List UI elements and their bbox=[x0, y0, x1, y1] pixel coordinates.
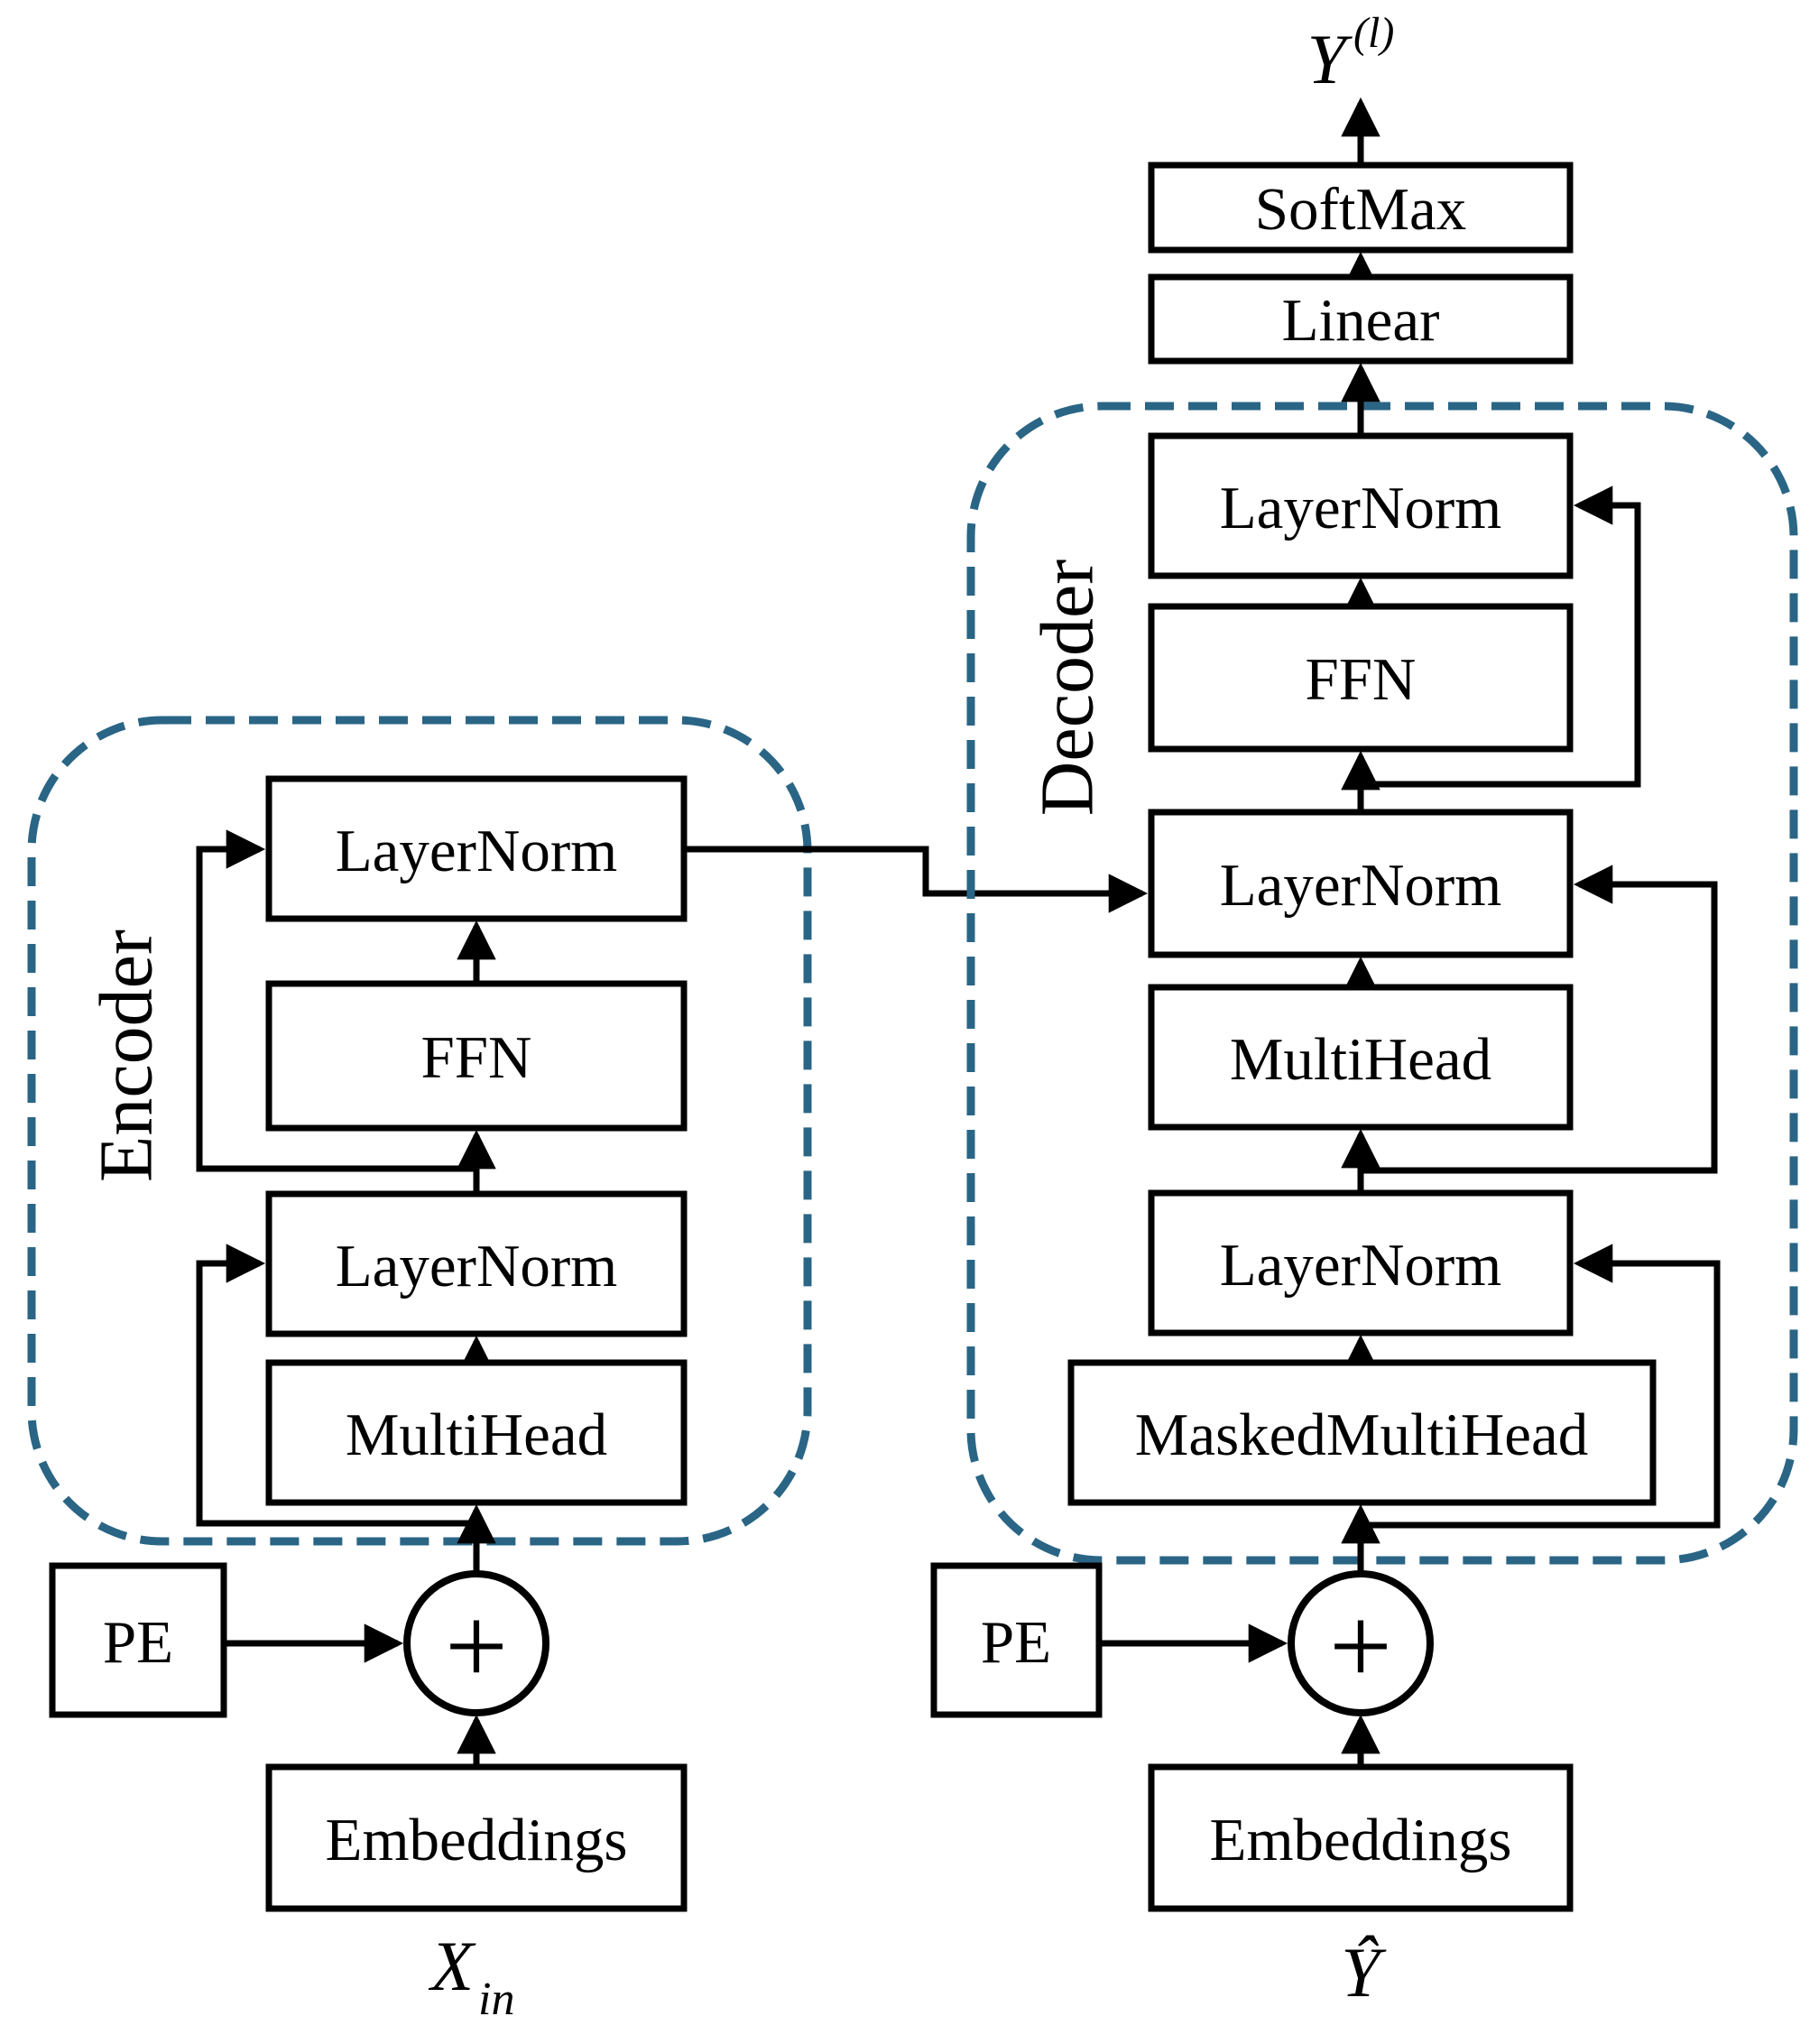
encoder-to-decoder-connector bbox=[684, 846, 1149, 913]
decoder-multihead-label: MultiHead bbox=[1230, 1026, 1491, 1093]
encoder-pe-box bbox=[49, 1562, 227, 1718]
decoder-output-symbol: Y bbox=[1307, 20, 1353, 98]
encoder-pe-block: PE bbox=[49, 1562, 227, 1718]
encoder-sum-node: + bbox=[403, 1570, 549, 1716]
decoder-residual-skip-multihead bbox=[1361, 865, 1718, 1174]
decoder-residual-skip-masked-multihead bbox=[1361, 1244, 1721, 1529]
decoder-pe-block: PE bbox=[930, 1562, 1103, 1718]
decoder-linear-box bbox=[1148, 273, 1574, 365]
decoder-layernorm-bottom-block: LayerNorm bbox=[1148, 1189, 1574, 1336]
decoder-embeddings-label: Embeddings bbox=[1210, 1807, 1512, 1873]
encoder-embeddings-label: Embeddings bbox=[326, 1807, 628, 1873]
decoder-masked-multihead-box bbox=[1067, 1359, 1657, 1506]
encoder-residual-skip-multihead bbox=[196, 1244, 476, 1527]
plus-operator-icon: + bbox=[1329, 1585, 1392, 1708]
decoder-masked-multihead-block: MaskedMultiHead bbox=[1067, 1359, 1657, 1506]
encoder-input-label: X in bbox=[428, 1927, 514, 2025]
decoder-embeddings-box bbox=[1148, 1763, 1574, 1912]
decoder-softmax-box bbox=[1148, 162, 1574, 254]
encoder-layernorm-bottom-box bbox=[265, 1190, 688, 1337]
encoder-layernorm-bottom-block: LayerNorm bbox=[265, 1190, 688, 1337]
encoder-sum-circle bbox=[403, 1570, 549, 1716]
encoder-ffn-label: FFN bbox=[421, 1024, 532, 1091]
decoder-embeddings-block: Embeddings bbox=[1148, 1763, 1574, 1912]
decoder-layernorm-top-box bbox=[1148, 432, 1574, 579]
encoder-residual-skip-ffn bbox=[196, 829, 476, 1172]
decoder-residual-skip-ffn bbox=[1361, 486, 1641, 788]
decoder-masked-multihead-label: MaskedMultiHead bbox=[1135, 1401, 1588, 1468]
decoder-multihead-box bbox=[1148, 984, 1574, 1131]
decoder-layernorm-bottom-box bbox=[1148, 1189, 1574, 1336]
encoder-group-label: Encoder bbox=[85, 930, 169, 1182]
encoder-input-subscript: in bbox=[478, 1974, 514, 2025]
encoder-pe-label: PE bbox=[103, 1609, 173, 1676]
decoder-ffn-block: FFN bbox=[1148, 603, 1574, 753]
encoder-group: Encoder LayerNorm FFN LayerNorm MultiHea… bbox=[27, 716, 1149, 2025]
encoder-layernorm-bottom-label: LayerNorm bbox=[336, 1233, 618, 1299]
decoder-linear-label: Linear bbox=[1282, 287, 1440, 354]
encoder-multihead-block: MultiHead bbox=[265, 1359, 688, 1506]
decoder-group-label: Decoder bbox=[1026, 560, 1110, 817]
decoder-layernorm-top-block: LayerNorm bbox=[1148, 432, 1574, 579]
decoder-softmax-block: SoftMax bbox=[1148, 162, 1574, 254]
encoder-ffn-box bbox=[265, 980, 688, 1132]
decoder-softmax-label: SoftMax bbox=[1255, 176, 1467, 243]
decoder-pe-label: PE bbox=[981, 1609, 1051, 1676]
encoder-layernorm-top-block: LayerNorm bbox=[265, 775, 688, 922]
decoder-layernorm-mid-block: LayerNorm bbox=[1148, 809, 1574, 958]
decoder-output-superscript: (l) bbox=[1353, 9, 1394, 57]
decoder-input-label: Ŷ bbox=[1341, 1933, 1387, 2012]
encoder-embeddings-block: Embeddings bbox=[265, 1763, 688, 1912]
encoder-multihead-label: MultiHead bbox=[346, 1401, 607, 1468]
encoder-multihead-box bbox=[265, 1359, 688, 1506]
decoder-output-label: Y (l) bbox=[1307, 9, 1395, 98]
decoder-sum-node: + bbox=[1288, 1570, 1434, 1716]
encoder-layernorm-top-box bbox=[265, 775, 688, 922]
decoder-layernorm-mid-label: LayerNorm bbox=[1220, 852, 1502, 919]
decoder-sum-circle bbox=[1288, 1570, 1434, 1716]
decoder-layernorm-top-label: LayerNorm bbox=[1220, 475, 1502, 541]
decoder-linear-block: Linear bbox=[1148, 273, 1574, 365]
decoder-group: Decoder SoftMax Linear LayerNorm bbox=[930, 9, 1798, 2012]
decoder-pe-box bbox=[930, 1562, 1103, 1718]
decoder-dashed-boundary bbox=[966, 402, 1798, 1565]
encoder-input-symbol: X bbox=[428, 1927, 476, 2005]
decoder-layernorm-bottom-label: LayerNorm bbox=[1220, 1232, 1502, 1299]
decoder-multihead-block: MultiHead bbox=[1148, 984, 1574, 1131]
decoder-ffn-box bbox=[1148, 603, 1574, 753]
encoder-dashed-boundary bbox=[27, 716, 812, 1546]
encoder-layernorm-top-label: LayerNorm bbox=[336, 818, 618, 884]
encoder-embeddings-box bbox=[265, 1763, 688, 1912]
decoder-layernorm-mid-box bbox=[1148, 809, 1574, 958]
encoder-ffn-block: FFN bbox=[265, 980, 688, 1132]
plus-operator-icon: + bbox=[445, 1585, 508, 1708]
decoder-ffn-label: FFN bbox=[1306, 646, 1417, 713]
